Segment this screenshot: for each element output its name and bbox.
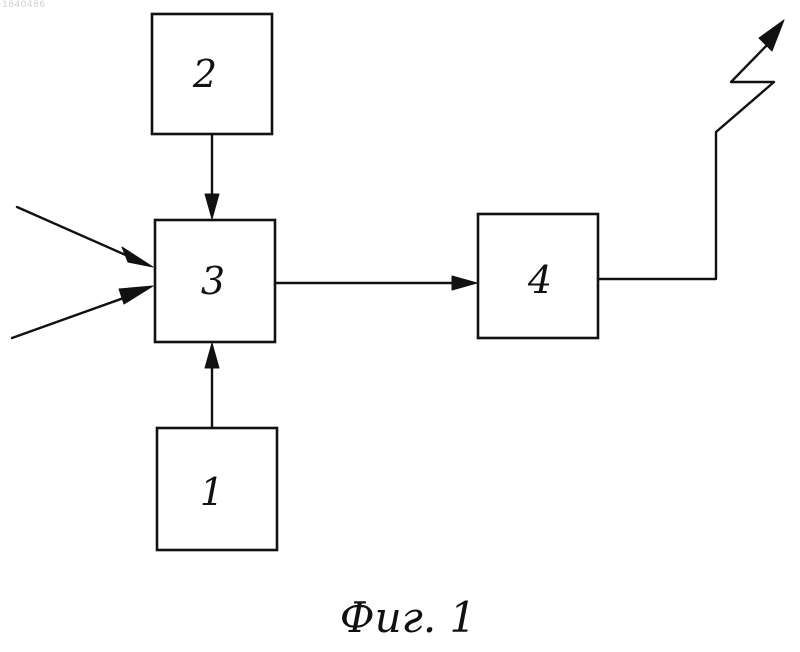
block-4-label: 4 bbox=[527, 258, 552, 302]
block-3: 3 bbox=[155, 220, 275, 342]
document-id: 1840486 bbox=[2, 0, 46, 10]
arrow-external-input-upper bbox=[17, 207, 153, 267]
block-1: 1 bbox=[157, 428, 277, 550]
block-1-label: 1 bbox=[200, 470, 224, 514]
arrow-block-1-to-block-3 bbox=[205, 343, 219, 428]
block-2-label: 2 bbox=[192, 52, 217, 96]
arrow-block-3-to-block-4 bbox=[275, 276, 477, 290]
arrow-block-2-to-block-3 bbox=[205, 134, 219, 219]
arrow-external-input-lower bbox=[12, 286, 153, 338]
figure-caption: Фиг. 1 bbox=[340, 593, 477, 642]
block-2: 2 bbox=[152, 14, 272, 134]
output-line-to-antenna bbox=[598, 42, 774, 279]
block-4: 4 bbox=[478, 214, 598, 338]
antenna-arrowhead bbox=[759, 20, 784, 51]
block-3-label: 3 bbox=[201, 259, 225, 303]
